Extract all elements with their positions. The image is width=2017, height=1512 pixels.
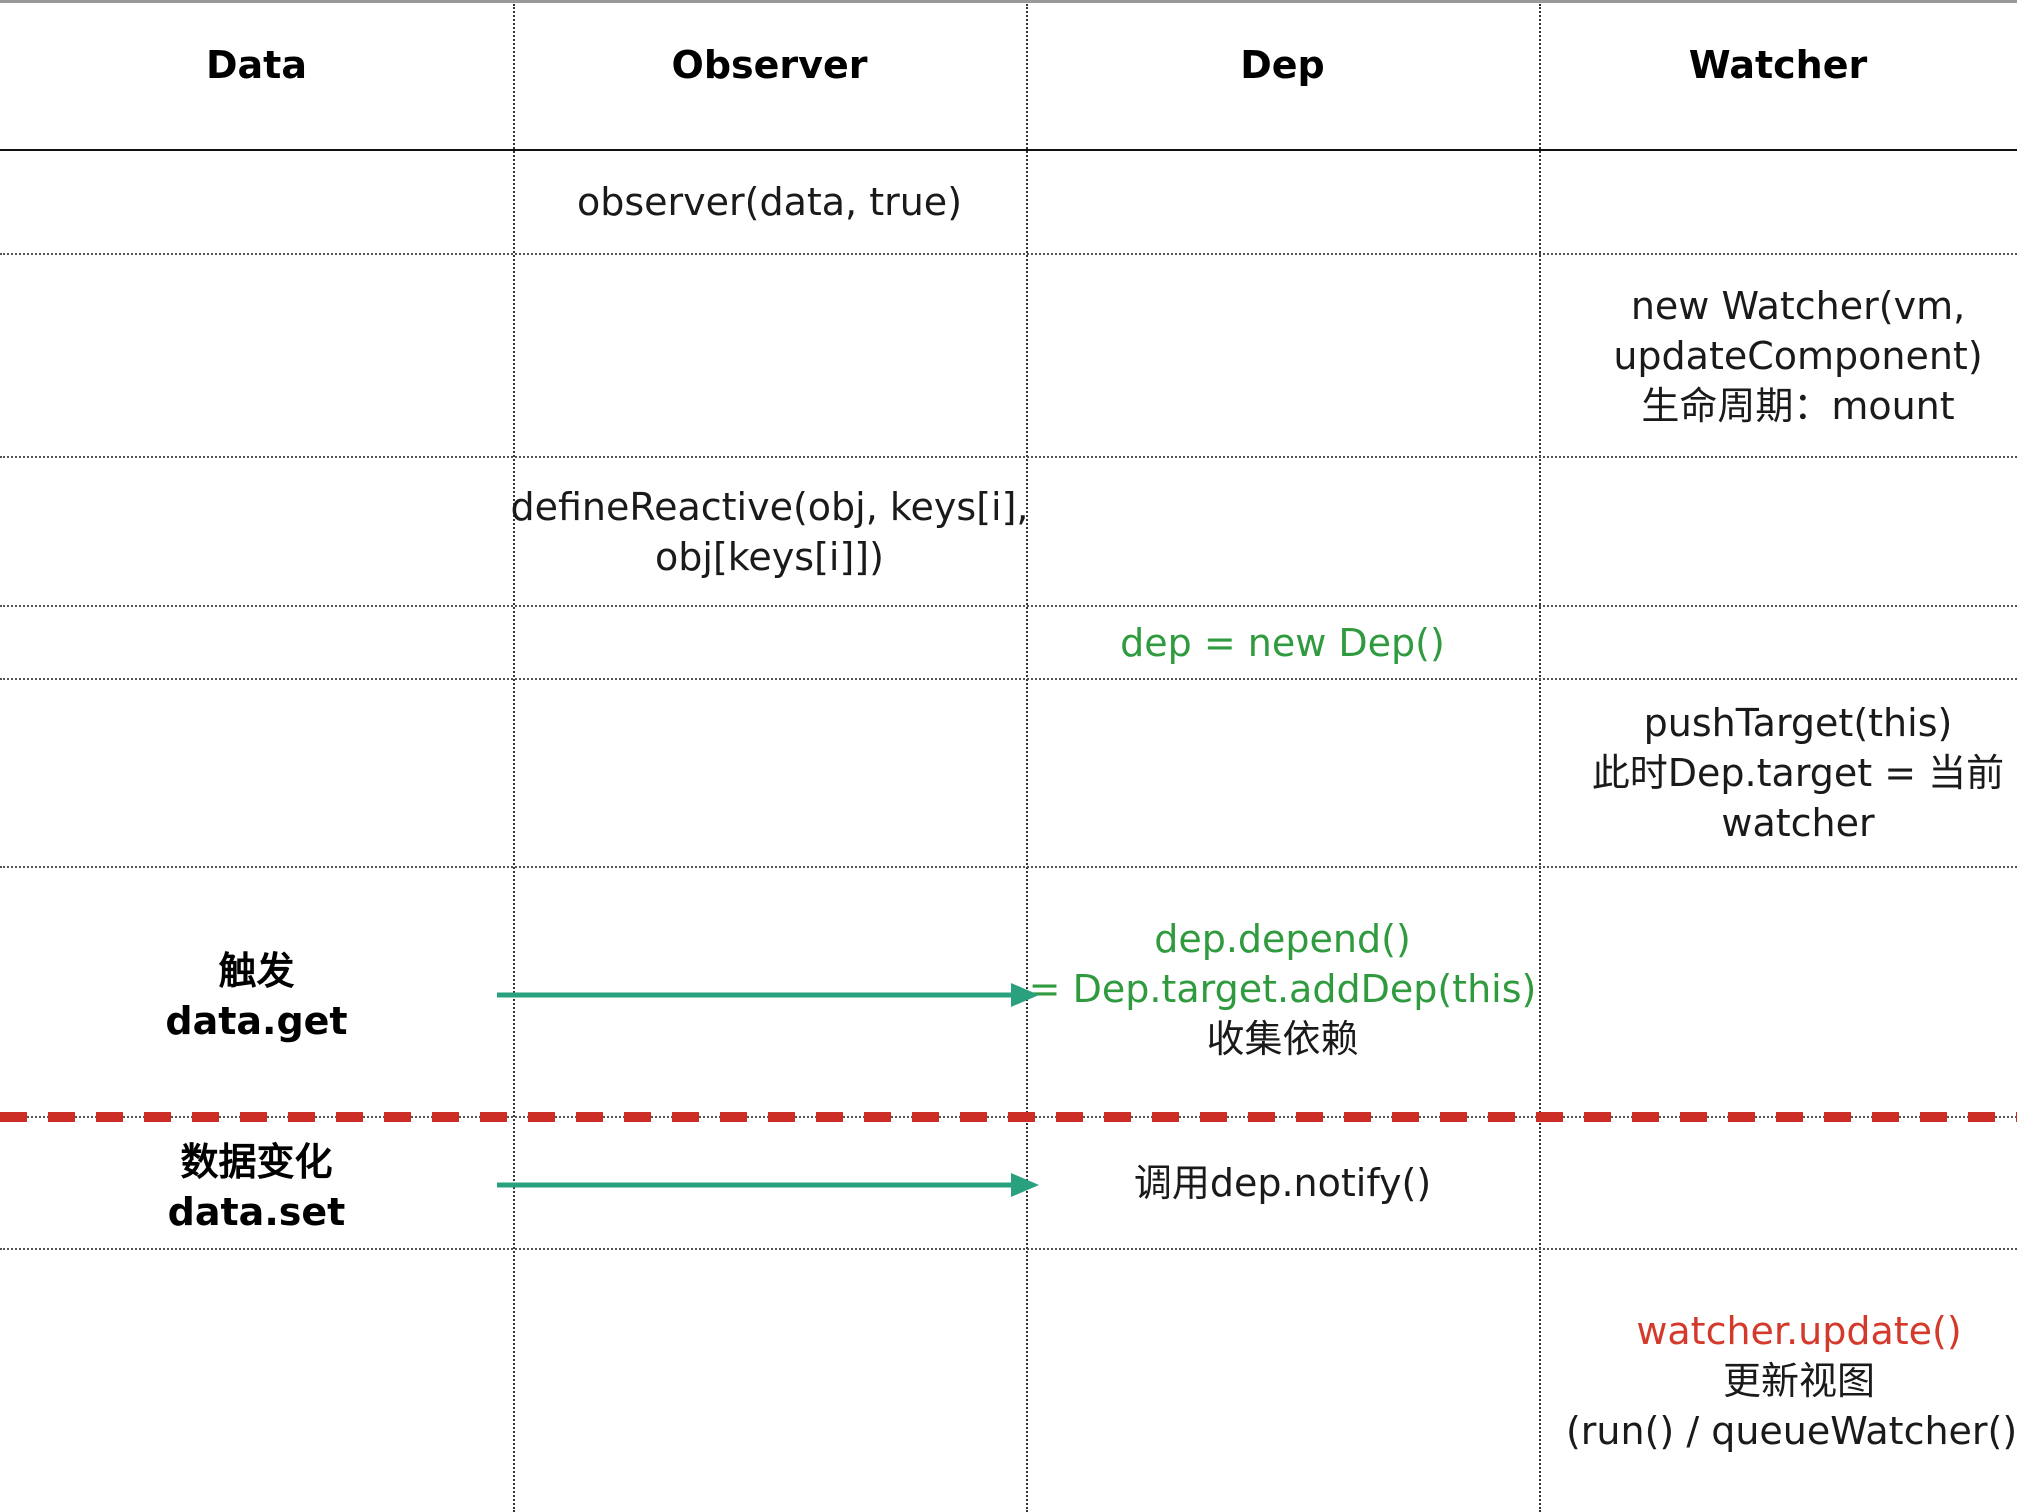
set-arrow-icon bbox=[497, 1173, 1039, 1197]
push-target-line: pushTarget(this) bbox=[1643, 701, 1953, 745]
top-border bbox=[0, 0, 2017, 3]
header-divider bbox=[0, 149, 2017, 151]
observer-call-text: observer(data, true) bbox=[576, 180, 963, 224]
watcher-update-line: watcher.update() bbox=[1636, 1309, 1962, 1353]
data-set-label: data.set bbox=[167, 1190, 346, 1234]
run-queue-line: (run() / queueWatcher()) bbox=[1565, 1409, 2017, 1453]
dep-target-line: 此时Dep.target = 当前 bbox=[1591, 751, 2005, 795]
row-divider bbox=[0, 678, 2017, 680]
get-trigger-cell: 触发 data.get bbox=[0, 918, 513, 1074]
row-divider bbox=[0, 456, 2017, 458]
define-reactive-line: obj[keys[i]]) bbox=[655, 534, 884, 579]
column-divider bbox=[1026, 4, 1028, 1512]
change-divider bbox=[0, 1112, 2017, 1122]
get-arrow-icon bbox=[497, 983, 1039, 1007]
trigger-label: 触发 bbox=[218, 949, 295, 993]
dep-depend-cell: dep.depend() = Dep.target.addDep(this) 收… bbox=[1026, 896, 1539, 1081]
define-reactive-line: defineReactive(obj, keys[i], bbox=[510, 484, 1029, 529]
dep-notify-text: 调用dep.notify() bbox=[1133, 1161, 1432, 1205]
update-view-line: 更新视图 bbox=[1722, 1359, 1875, 1403]
collect-deps-line: 收集依赖 bbox=[1206, 1016, 1359, 1061]
row-divider bbox=[0, 253, 2017, 255]
push-target-cell: pushTarget(this) 此时Dep.target = 当前 watch… bbox=[1539, 680, 2017, 866]
header-dep: Dep bbox=[1240, 43, 1325, 87]
column-divider bbox=[1539, 4, 1541, 1512]
lifecycle-mount-line: 生命周期：mount bbox=[1641, 383, 1955, 428]
data-get-label: data.get bbox=[165, 999, 348, 1043]
row-divider bbox=[0, 605, 2017, 607]
dep-depend-line: dep.depend() bbox=[1154, 916, 1411, 961]
row-divider bbox=[0, 1248, 2017, 1250]
new-watcher-line: updateComponent) bbox=[1613, 333, 1983, 378]
header-data: Data bbox=[206, 43, 307, 87]
watcher-line: watcher bbox=[1721, 801, 1875, 845]
data-change-label: 数据变化 bbox=[180, 1140, 333, 1184]
new-watcher-cell: new Watcher(vm, updateComponent) 生命周期：mo… bbox=[1539, 255, 2017, 456]
row-divider bbox=[0, 866, 2017, 868]
add-dep-line: = Dep.target.addDep(this) bbox=[1028, 966, 1537, 1011]
set-trigger-cell: 数据变化 data.set bbox=[0, 1128, 513, 1246]
new-dep-text: dep = new Dep() bbox=[1120, 620, 1445, 665]
header-observer: Observer bbox=[671, 43, 868, 87]
new-watcher-line: new Watcher(vm, bbox=[1630, 283, 1966, 328]
watcher-update-cell: watcher.update() 更新视图 (run() / queueWatc… bbox=[1539, 1250, 2017, 1512]
column-divider bbox=[513, 4, 515, 1512]
define-reactive-cell: defineReactive(obj, keys[i], obj[keys[i]… bbox=[510, 458, 1029, 605]
header-watcher: Watcher bbox=[1688, 43, 1868, 87]
